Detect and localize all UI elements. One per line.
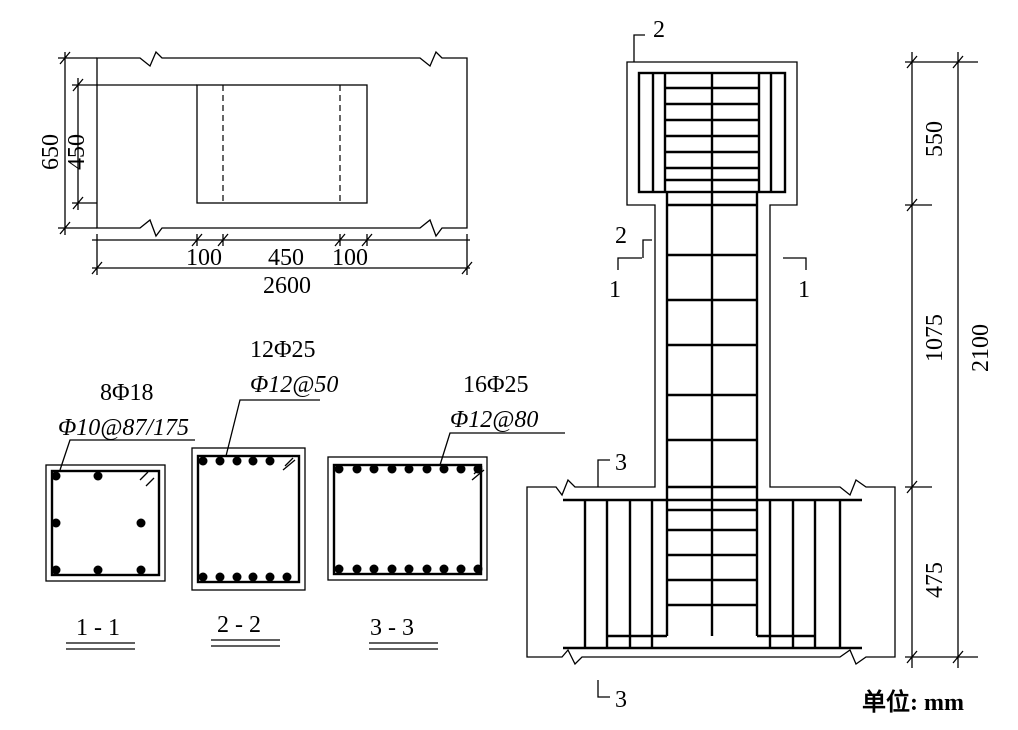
- rebar-dot: [473, 564, 483, 574]
- rebar-dot: [232, 572, 242, 582]
- cut-mark-2-bottom: 2: [615, 223, 627, 249]
- section-2-2: 12Φ25 Φ12@50 2 - 2: [191, 337, 338, 647]
- section-3-bars: 16Φ25: [463, 372, 529, 398]
- dim-100-left: 100: [186, 245, 222, 271]
- rebar-dot: [51, 471, 61, 481]
- plan-view: 650 450 100 450 100 2600: [38, 50, 473, 299]
- rebar-dot: [232, 456, 242, 466]
- section-1-stirrups: Φ10@87/175: [58, 415, 189, 441]
- rebar-dot: [198, 572, 208, 582]
- rebar-dot: [215, 456, 225, 466]
- section-1-1: 8Φ18 Φ10@87/175 1 - 1: [45, 380, 195, 650]
- rebar-dot: [387, 564, 397, 574]
- rebar-dot: [404, 464, 414, 474]
- rebar-dot: [248, 572, 258, 582]
- cut-mark-1-left: 1: [609, 277, 621, 303]
- dim-450-vertical: 450: [64, 134, 90, 170]
- rebar-dot: [282, 572, 292, 582]
- dim-650: 650: [38, 134, 64, 170]
- rebar-dot: [456, 464, 466, 474]
- dim-550: 550: [922, 121, 948, 157]
- rebar-dot: [265, 572, 275, 582]
- rebar-dot: [369, 464, 379, 474]
- section-3-title: 3 - 3: [370, 615, 414, 641]
- dim-1075: 1075: [922, 314, 948, 362]
- section-1-title: 1 - 1: [76, 615, 120, 641]
- cut-mark-2-top: 2: [653, 17, 665, 43]
- cut-mark-1-right: 1: [798, 277, 810, 303]
- rebar-dot: [352, 464, 362, 474]
- cut-mark-3-top: 3: [615, 450, 627, 476]
- dim-475: 475: [922, 562, 948, 598]
- rebar-dot: [136, 518, 146, 528]
- rebar-dot: [51, 518, 61, 528]
- section-3-stirrups: Φ12@80: [450, 407, 538, 433]
- rebar-dot: [93, 565, 103, 575]
- dim-2100: 2100: [968, 324, 994, 372]
- rebar-dot: [456, 564, 466, 574]
- rebar-dot: [473, 464, 483, 474]
- section-2-title: 2 - 2: [217, 612, 261, 638]
- rebar-dot: [136, 565, 146, 575]
- rebar-dot: [334, 564, 344, 574]
- cut-mark-3-bottom: 3: [615, 687, 627, 713]
- section-2-stirrups: Φ12@50: [250, 372, 338, 398]
- rebar-dot: [215, 572, 225, 582]
- dim-450-horizontal: 450: [268, 245, 304, 271]
- rebar-dot: [51, 565, 61, 575]
- rebar-dot: [422, 564, 432, 574]
- rebar-dot: [439, 564, 449, 574]
- rebar-dot: [404, 564, 414, 574]
- section-3-3: 16Φ25 Φ12@80 3 - 3: [327, 372, 565, 650]
- rebar-dot: [369, 564, 379, 574]
- section-2-bars: 12Φ25: [250, 337, 316, 363]
- rebar-dot: [334, 464, 344, 474]
- rebar-dot: [352, 564, 362, 574]
- section-1-bars: 8Φ18: [100, 380, 154, 406]
- unit-label: 单位: mm: [862, 688, 964, 716]
- rebar-dot: [198, 456, 208, 466]
- rebar-dot: [439, 464, 449, 474]
- rebar-dot: [265, 456, 275, 466]
- rebar-dot: [93, 471, 103, 481]
- rebar-dot: [422, 464, 432, 474]
- rebar-dot: [387, 464, 397, 474]
- rebar-dot: [248, 456, 258, 466]
- elevation-view: 2 2 1 1 3 3 550 1075 475 2100 单位: mm: [526, 17, 994, 716]
- dim-100-right: 100: [332, 245, 368, 271]
- dim-2600: 2600: [263, 273, 311, 299]
